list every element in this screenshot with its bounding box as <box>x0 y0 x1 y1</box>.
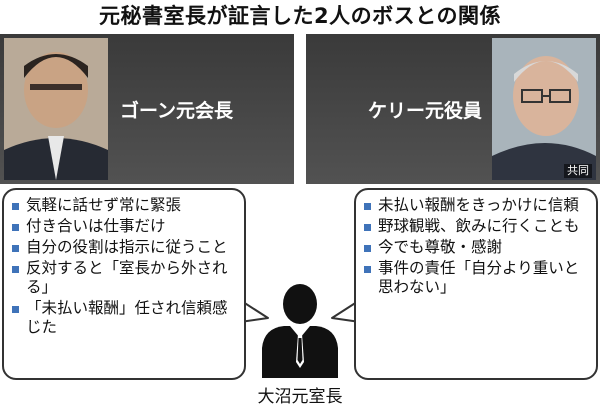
ghosn-photo <box>4 38 108 180</box>
bullet-icon <box>364 266 371 273</box>
ghosn-item: 「未払い報酬」任され信頼感じた <box>12 299 236 337</box>
bullet-icon <box>12 224 19 231</box>
ghosn-item-text: 「未払い報酬」任され信頼感じた <box>26 299 228 336</box>
ghosn-portrait-image <box>4 38 108 180</box>
ghosn-item: 反対すると「室長から外される」 <box>12 259 236 297</box>
bullet-icon <box>12 245 19 252</box>
ghosn-item-text: 自分の役割は指示に従うこと <box>26 238 228 256</box>
kelly-item-text: 未払い報酬をきっかけに信頼 <box>378 196 579 214</box>
ghosn-item-text: 反対すると「室長から外される」 <box>26 259 228 296</box>
bullet-icon <box>12 203 19 210</box>
kelly-portrait-image <box>492 38 596 180</box>
kelly-item-text: 野球観戦、飲みに行くことも <box>378 217 580 235</box>
ghosn-panel: ゴーン元会長 <box>0 34 294 184</box>
kelly-panel: ケリー元役員 共同 <box>306 34 600 184</box>
ghosn-item: 自分の役割は指示に従うこと <box>12 238 236 257</box>
kelly-photo: 共同 <box>492 38 596 180</box>
ghosn-item-text: 気軽に話せず常に緊張 <box>26 196 182 214</box>
kelly-item-text: 事件の責任「自分より重いと思わない」 <box>378 259 580 296</box>
photo-credit: 共同 <box>564 164 592 178</box>
bullet-icon <box>12 266 19 273</box>
ghosn-item: 付き合いは仕事だけ <box>12 217 236 236</box>
ghosn-relationship-bubble: 気軽に話せず常に緊張 付き合いは仕事だけ 自分の役割は指示に従うこと 反対すると… <box>2 188 246 380</box>
center-person-caption: 大沼元室長 <box>257 387 343 407</box>
kelly-relationship-bubble: 未払い報酬をきっかけに信頼 野球観戦、飲みに行くことも 今でも尊敬・感謝 事件の… <box>354 188 598 380</box>
kelly-item: 野球観戦、飲みに行くことも <box>364 217 588 236</box>
chart-title: 元秘書室長が証言した2人のボスとの関係 <box>99 4 501 28</box>
ghosn-item: 気軽に話せず常に緊張 <box>12 196 236 215</box>
ghosn-item-text: 付き合いは仕事だけ <box>26 217 166 235</box>
ghosn-name: ゴーン元会長 <box>120 100 234 122</box>
bullet-icon <box>364 203 371 210</box>
kelly-name: ケリー元役員 <box>368 100 483 122</box>
kelly-item: 今でも尊敬・感謝 <box>364 238 588 257</box>
kelly-item-text: 今でも尊敬・感謝 <box>378 238 503 256</box>
person-silhouette-icon <box>262 284 338 378</box>
bullet-icon <box>12 306 19 313</box>
kelly-item: 事件の責任「自分より重いと思わない」 <box>364 259 588 297</box>
kelly-item: 未払い報酬をきっかけに信頼 <box>364 196 588 215</box>
bullet-icon <box>364 224 371 231</box>
bullet-icon <box>364 245 371 252</box>
